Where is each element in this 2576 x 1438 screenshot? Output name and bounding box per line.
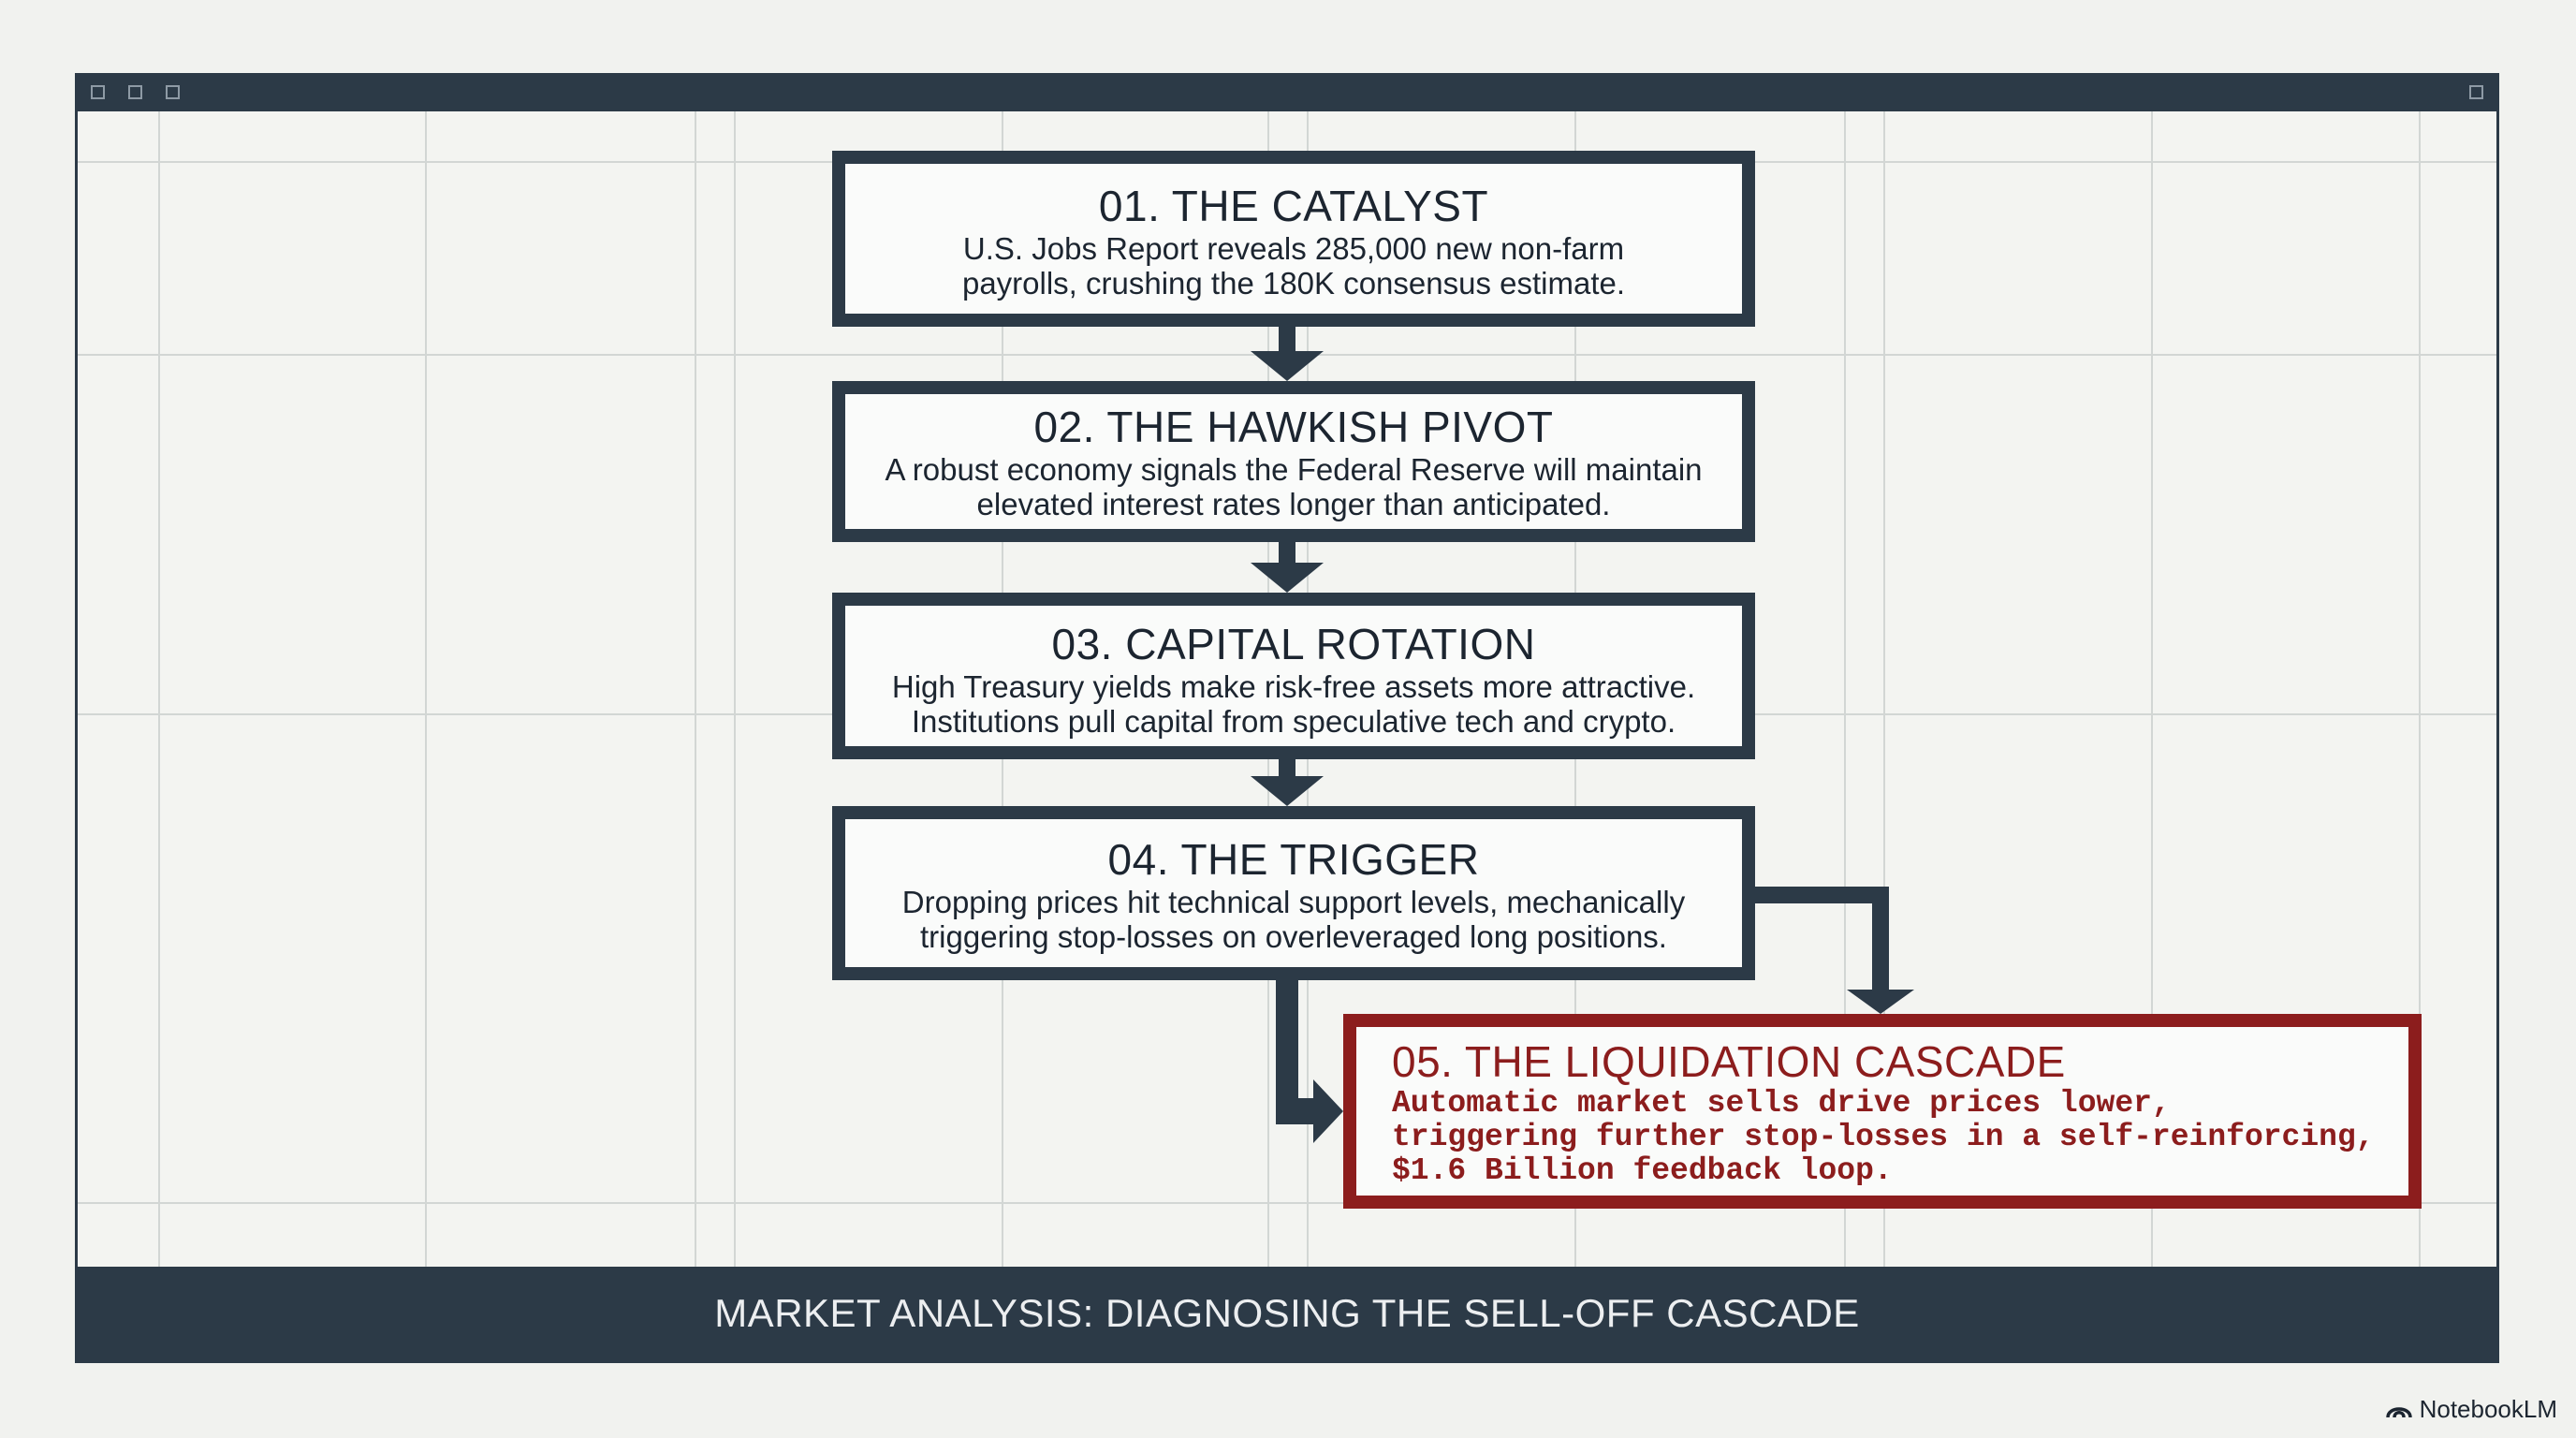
down-arrow-icon xyxy=(1251,540,1324,593)
elbow-right-arrow-icon xyxy=(1276,978,1343,1143)
brand-logo: NotebookLM xyxy=(2385,1395,2557,1424)
step-trigger-box: 04. THE TRIGGER Dropping prices hit tech… xyxy=(832,806,1755,980)
presentation-window: 01. THE CATALYST U.S. Jobs Report reveal… xyxy=(75,73,2499,1363)
step-description: A robust economy signals the Federal Res… xyxy=(885,452,1703,521)
step-description: U.S. Jobs Report reveals 285,000 new non… xyxy=(961,231,1626,301)
step-liquidation-cascade-box: 05. THE LIQUIDATION CASCADE Automatic ma… xyxy=(1343,1014,2422,1209)
step-description: Dropping prices hit technical support le… xyxy=(901,885,1686,954)
step-title: 03. CAPITAL ROTATION xyxy=(1051,620,1536,668)
step-title: 05. THE LIQUIDATION CASCADE xyxy=(1392,1037,2066,1086)
step-title: 04. THE TRIGGER xyxy=(1107,835,1480,884)
window-control-square-icon[interactable] xyxy=(128,85,142,99)
down-arrow-icon xyxy=(1251,325,1324,381)
window-control-square-icon[interactable] xyxy=(91,85,105,99)
step-description: Automatic market sells drive prices lowe… xyxy=(1392,1086,2375,1188)
step-description: High Treasury yields make risk-free asse… xyxy=(891,669,1696,739)
down-arrow-icon xyxy=(1251,757,1324,806)
brand-name: NotebookLM xyxy=(2419,1395,2557,1423)
presentation-title: MARKET ANALYSIS: DIAGNOSING THE SELL-OFF… xyxy=(714,1291,1860,1335)
step-hawkish-pivot-box: 02. THE HAWKISH PIVOT A robust economy s… xyxy=(832,381,1755,542)
step-catalyst-box: 01. THE CATALYST U.S. Jobs Report reveal… xyxy=(832,151,1755,327)
window-titlebar xyxy=(78,76,2496,111)
step-capital-rotation-box: 03. CAPITAL ROTATION High Treasury yield… xyxy=(832,593,1755,759)
notebooklm-logo-icon xyxy=(2385,1406,2412,1417)
step-title: 02. THE HAWKISH PIVOT xyxy=(1033,403,1554,451)
window-control-square-icon[interactable] xyxy=(166,85,180,99)
footer-bar: MARKET ANALYSIS: DIAGNOSING THE SELL-OFF… xyxy=(78,1267,2496,1360)
window-maximize-icon[interactable] xyxy=(2469,85,2483,99)
step-title: 01. THE CATALYST xyxy=(1098,182,1489,230)
flow-connectors xyxy=(1251,325,1914,1143)
elbow-down-arrow-icon xyxy=(1753,887,1914,1014)
